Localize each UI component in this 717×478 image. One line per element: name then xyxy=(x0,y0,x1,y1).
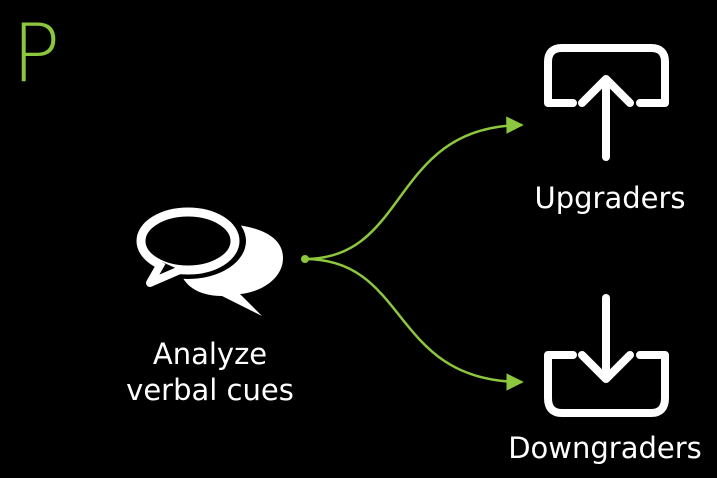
chat-bubbles-icon xyxy=(130,203,283,316)
downgraders-label: Downgraders xyxy=(508,431,702,465)
branch-connectors xyxy=(301,116,524,391)
source-label: Analyze verbal cues xyxy=(110,336,310,408)
arrow-to-downgraders xyxy=(304,257,524,391)
download-icon xyxy=(544,294,669,417)
upload-icon xyxy=(544,44,669,161)
upgraders-label: Upgraders xyxy=(534,181,686,215)
arrow-to-upgraders xyxy=(304,116,524,261)
source-label-line2: verbal cues xyxy=(126,373,294,407)
section-letter: P xyxy=(12,7,61,100)
source-label-line1: Analyze xyxy=(152,337,268,371)
